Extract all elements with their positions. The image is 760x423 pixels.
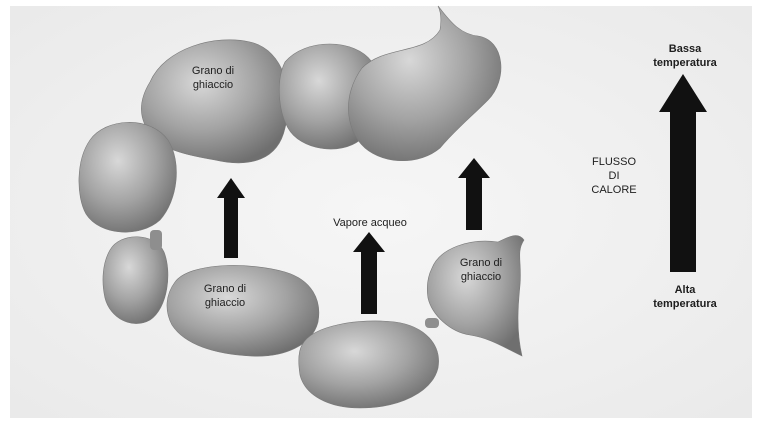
grain-neck-right	[425, 318, 439, 328]
heat-flow-label: FLUSSO DI CALORE	[584, 155, 644, 197]
grain-label-bottom-left: Grano di ghiaccio	[190, 282, 260, 310]
grain-label-right: Grano di ghiaccio	[446, 256, 516, 284]
high-temperature-label: Alta temperatura	[641, 283, 729, 311]
vapor-label: Vapore acqueo	[315, 216, 425, 230]
grain-neck-left	[150, 230, 162, 250]
ice-grain-left	[79, 122, 176, 232]
low-temperature-label: Bassa temperatura	[641, 42, 729, 70]
grain-label-top-left: Grano di ghiaccio	[178, 64, 248, 92]
